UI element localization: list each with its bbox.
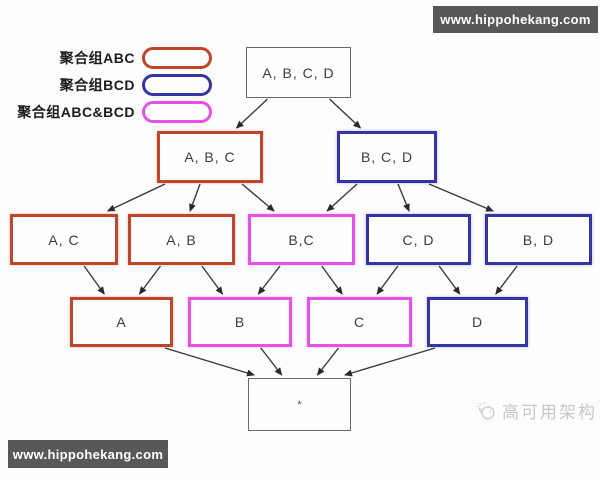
node-star: * xyxy=(248,378,351,431)
legend: 聚合组ABC 聚合组BCD 聚合组ABC&BCD xyxy=(8,47,212,128)
node-d: D xyxy=(427,297,528,347)
node-abc: A, B, C xyxy=(157,131,263,183)
node-label: C, D xyxy=(402,231,435,248)
node-label: B, C, D xyxy=(360,149,414,165)
watermark-banner-bottom: www.hippohekang.com xyxy=(8,440,168,468)
fish-logo-icon xyxy=(476,401,495,419)
legend-item-abc-bcd: 聚合组ABC&BCD xyxy=(8,101,212,123)
node-label: A, B xyxy=(166,231,197,248)
node-c: C xyxy=(307,297,412,347)
node-label: A, B, C, D xyxy=(262,64,335,81)
node-label: B, D xyxy=(522,231,555,248)
node-ab: A, B xyxy=(128,214,235,265)
legend-swatch-abc-bcd xyxy=(142,101,212,123)
legend-swatch-bcd xyxy=(142,74,212,96)
node-abcd: A, B, C, D xyxy=(246,47,351,98)
brand-watermark: 高可用架构 xyxy=(476,398,597,423)
node-label: B,C xyxy=(288,231,315,248)
watermark-banner-top: www.hippohekang.com xyxy=(433,6,598,33)
node-label: D xyxy=(471,314,484,330)
legend-label-abc-bcd: 聚合组ABC&BCD xyxy=(17,104,135,120)
node-b: B xyxy=(188,297,292,347)
brand-watermark-text: 高可用架构 xyxy=(502,403,597,422)
node-bd: B, D xyxy=(485,214,592,265)
node-a: A xyxy=(70,297,173,347)
node-bc: B,C xyxy=(248,214,355,265)
node-label: A xyxy=(116,314,127,330)
node-cd: C, D xyxy=(366,214,471,265)
node-label: C xyxy=(353,314,366,330)
watermark-url: www.hippohekang.com xyxy=(12,446,164,462)
watermark-url: www.hippohekang.com xyxy=(440,12,591,27)
node-label: A, C xyxy=(48,231,80,248)
legend-swatch-abc xyxy=(142,47,212,69)
node-label: A, B, C xyxy=(184,149,236,165)
legend-item-bcd: 聚合组BCD xyxy=(8,74,212,96)
legend-label-abc: 聚合组ABC xyxy=(59,50,135,66)
node-ac: A, C xyxy=(10,214,118,265)
node-label: * xyxy=(297,398,302,411)
node-bcd: B, C, D xyxy=(337,131,437,183)
node-label: B xyxy=(234,314,246,330)
legend-item-abc: 聚合组ABC xyxy=(8,47,212,69)
legend-label-bcd: 聚合组BCD xyxy=(59,77,135,93)
